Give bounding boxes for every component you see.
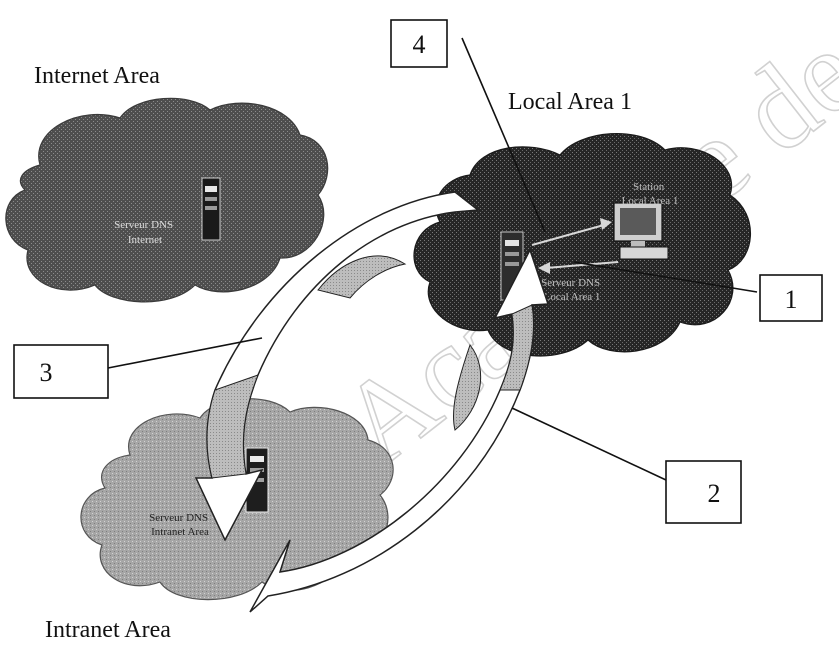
- intranet-server-line1: Serveur DNS: [149, 512, 208, 524]
- computer-icon: [614, 203, 668, 259]
- intranet-area-label: Intranet Area: [45, 617, 171, 643]
- callout-4-label: 4: [413, 30, 426, 59]
- local-cloud: [414, 134, 750, 356]
- station-line1: Station: [633, 181, 665, 193]
- callout-2-label: 2: [708, 479, 721, 508]
- local-server-line1: Serveur DNS: [541, 277, 600, 289]
- intranet-server-line2: Intranet Area: [151, 526, 209, 538]
- server-icon: [202, 178, 220, 240]
- callout-3-label: 3: [40, 358, 53, 387]
- internet-cloud: [6, 98, 328, 302]
- callout-4: 4: [391, 20, 447, 67]
- internet-area-label: Internet Area: [34, 63, 160, 89]
- internet-server-line2: Internet: [128, 234, 162, 246]
- internet-server-line1: Serveur DNS: [114, 219, 173, 231]
- callout-1: 1: [760, 275, 822, 321]
- callout-3: 3: [14, 345, 108, 398]
- callout-1-label: 1: [785, 285, 798, 314]
- local-area-label: Local Area 1: [508, 89, 632, 115]
- local-server-line2: Local Area 1: [544, 291, 601, 303]
- station-line2: Local Area 1: [622, 195, 679, 207]
- callout-2: 2: [666, 461, 741, 523]
